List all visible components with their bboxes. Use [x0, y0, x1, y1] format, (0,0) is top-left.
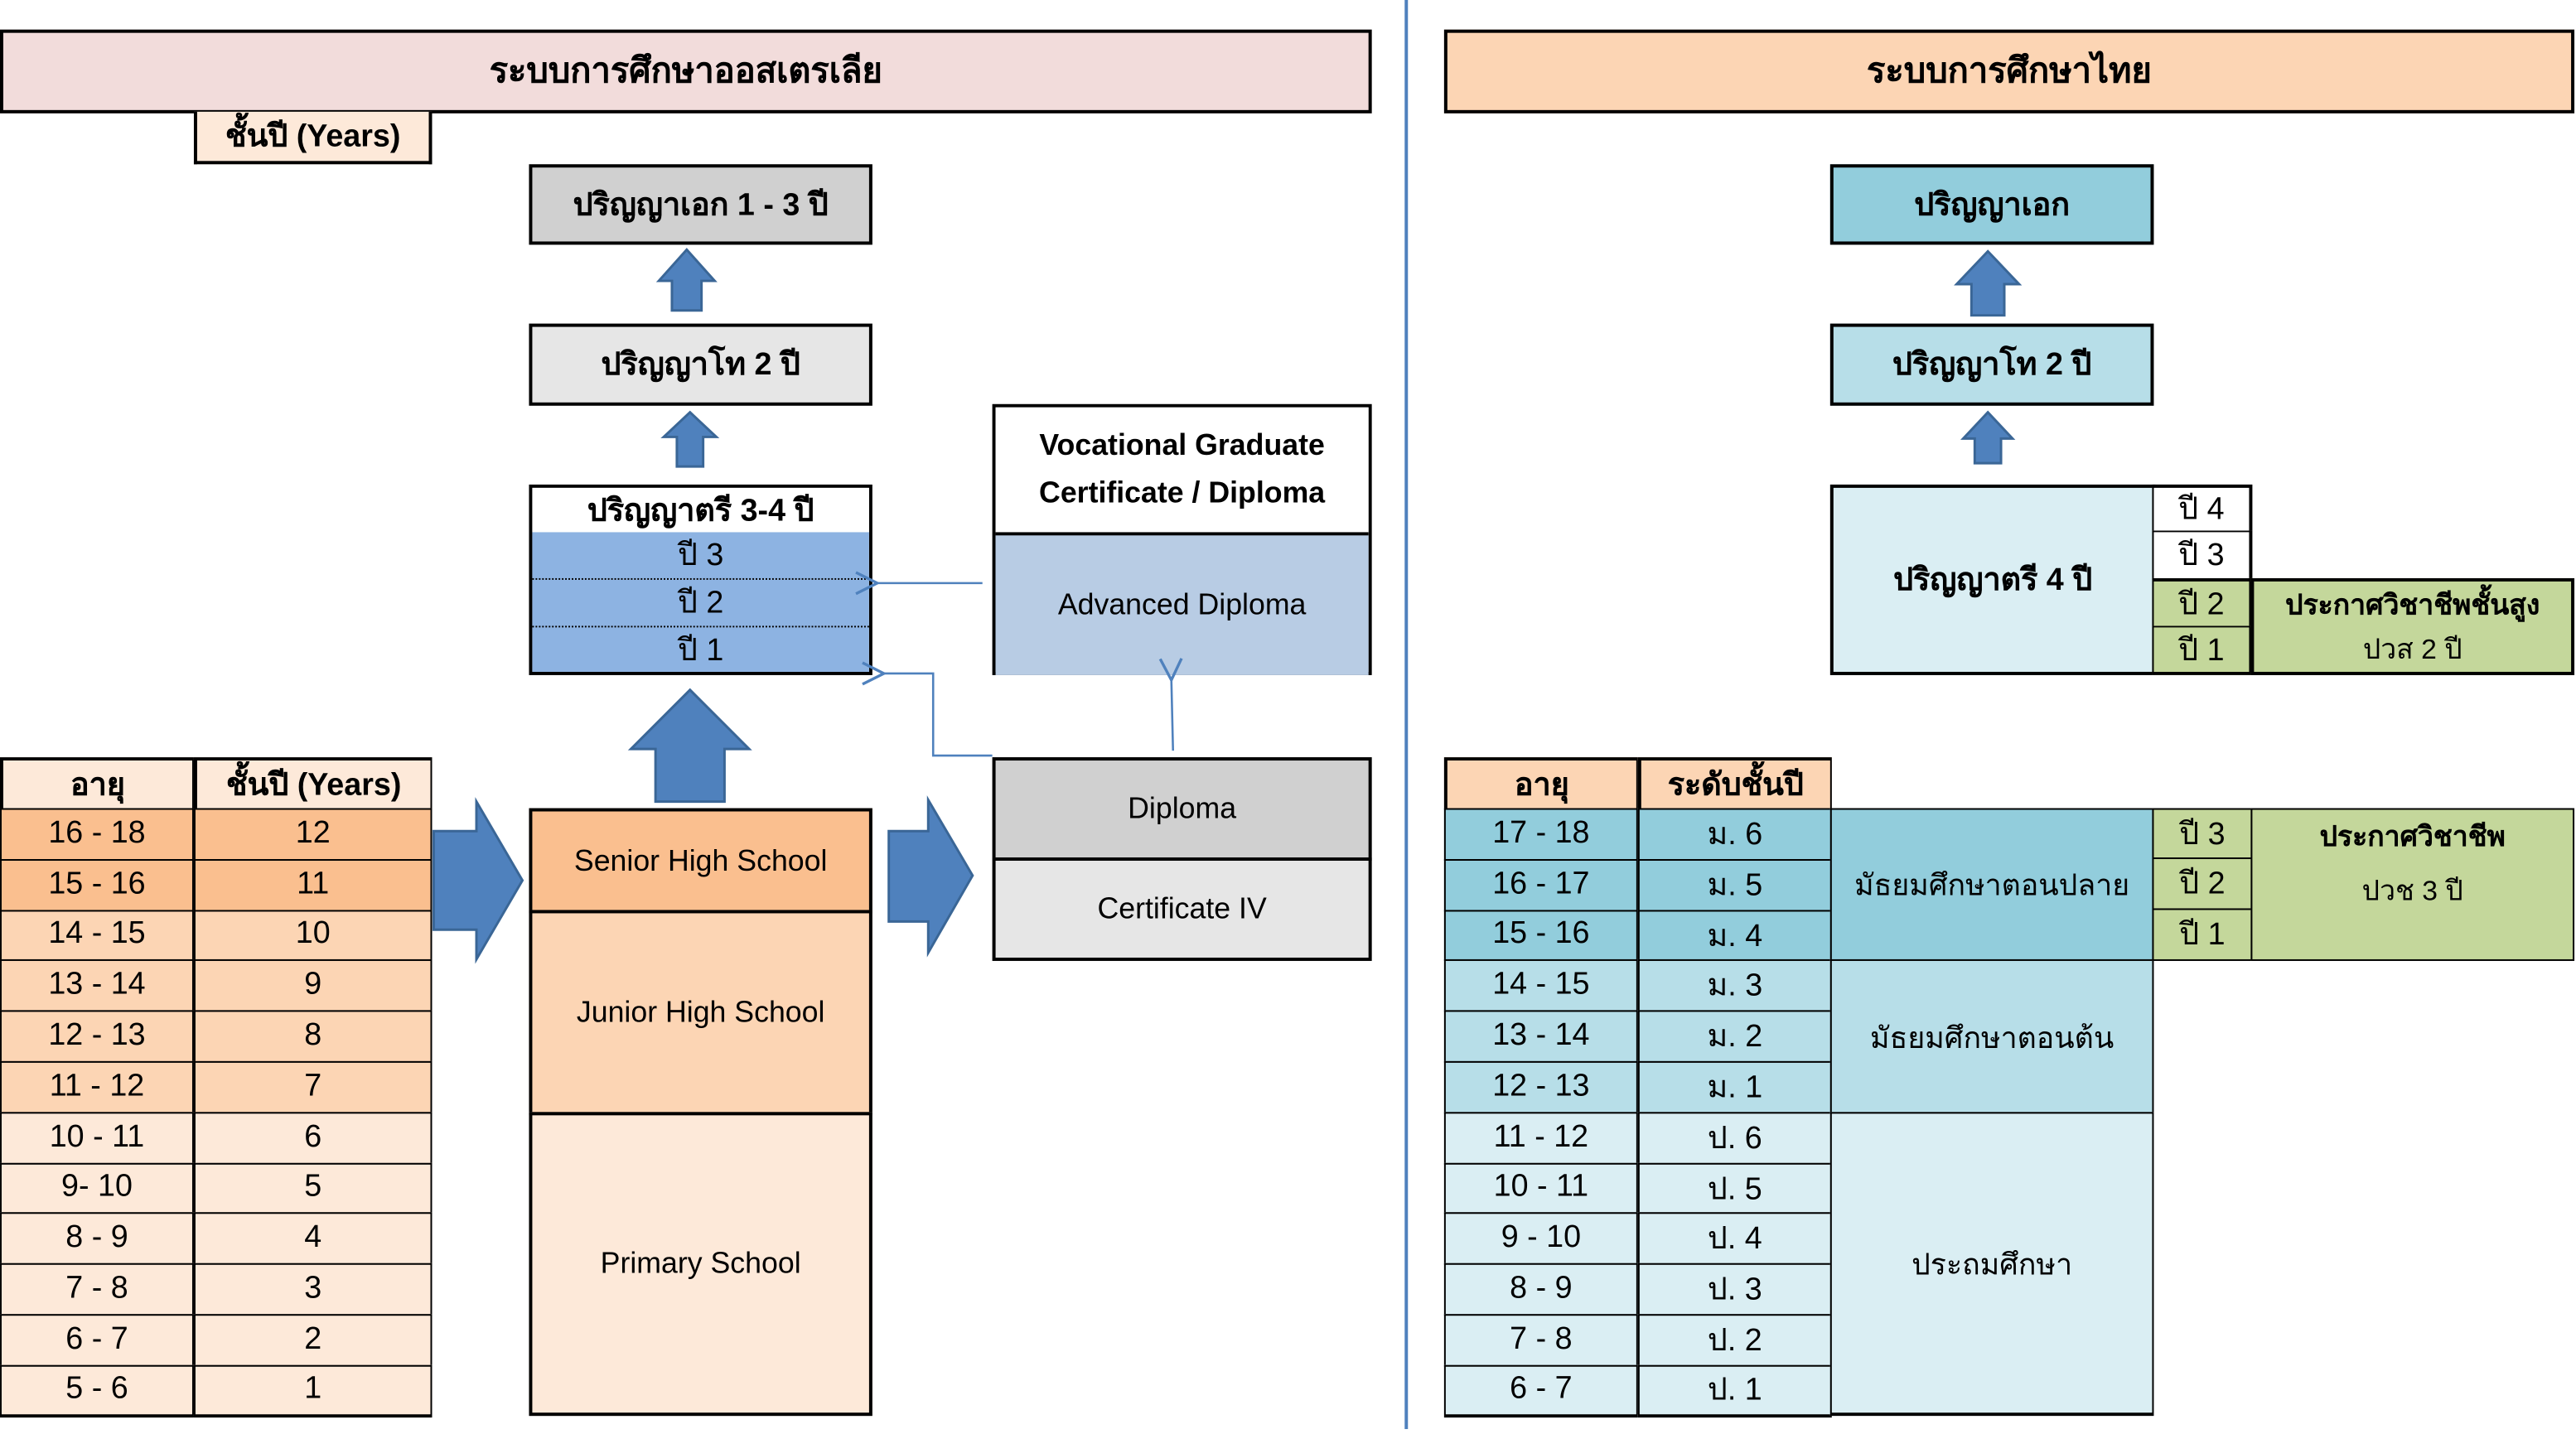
table-cell-grade: ม. 2	[1637, 1010, 1832, 1063]
vocational-graduate-label: Vocational Graduate Certificate / Diplom…	[995, 407, 1369, 536]
high-vocational-title: ประกาศวิชาชีพชั้นสูง	[2285, 588, 2540, 620]
table-cell-grade: ม. 3	[1637, 959, 1832, 1012]
th-phd-box: ปริญญาเอก	[1829, 164, 2154, 245]
connector-arrow	[1172, 680, 1173, 751]
th-masters-box: ปริญญาโท 2 ปี	[1829, 323, 2154, 406]
th-bachelor-year-3: ปี 3	[2152, 530, 2253, 580]
junior-high-box: Junior High School	[529, 910, 872, 1116]
au-vocational-box: Vocational Graduate Certificate / Diplom…	[992, 403, 1372, 675]
years-label: ชั้นปี (Years)	[193, 111, 433, 165]
vocational-title: ประกาศวิชาชีพ	[2319, 821, 2506, 853]
arrow-right-icon	[432, 797, 524, 964]
australia-title: ระบบการศึกษาออสเตรเลีย	[0, 29, 1372, 113]
voc-year-3: ปี 3	[2152, 808, 2253, 860]
vocational-box: ประกาศวิชาชีพ ปวช 3 ปี	[2250, 808, 2575, 961]
table-cell-grade: ป. 3	[1637, 1263, 1832, 1316]
table-cell-grade: 1	[193, 1364, 433, 1417]
au-bachelor-year-2: ปี 2	[532, 579, 869, 628]
table-cell-grade: 6	[193, 1111, 433, 1164]
table-cell-age: 17 - 18	[1443, 808, 1638, 861]
table-cell-age: 12 - 13	[0, 1010, 194, 1063]
table-cell-grade: 4	[193, 1213, 433, 1266]
au-masters-box: ปริญญาโท 2 ปี	[529, 323, 872, 406]
table-cell-grade: 5	[193, 1162, 433, 1215]
table-cell-age: 9 - 10	[1443, 1213, 1638, 1266]
table-cell-grade: 12	[193, 808, 433, 861]
arrow-up-icon	[1960, 410, 2016, 465]
table-cell-grade: 9	[193, 959, 433, 1012]
table-cell-age: 11 - 12	[1443, 1111, 1638, 1164]
table-cell-grade: ม. 5	[1637, 858, 1832, 911]
center-divider	[1404, 0, 1409, 1430]
table-cell-grade: ม. 4	[1637, 909, 1832, 962]
thailand-title: ระบบการศึกษาไทย	[1443, 29, 2575, 113]
table-cell-grade: 3	[193, 1263, 433, 1316]
table-cell-grade: ป. 4	[1637, 1213, 1832, 1266]
certificate-iv-box: Certificate IV	[992, 857, 1372, 961]
table-cell-grade: ป. 1	[1637, 1364, 1832, 1417]
arrow-up-icon	[627, 688, 752, 804]
table-cell-age: 11 - 12	[0, 1060, 194, 1113]
table-cell-age: 6 - 7	[1443, 1364, 1638, 1417]
table-cell-grade: 11	[193, 858, 433, 911]
table-header: ชั้นปี (Years)	[193, 757, 433, 810]
upper-secondary-box: มัธยมศึกษาตอนปลาย	[1829, 808, 2154, 961]
table-cell-grade: 10	[193, 909, 433, 962]
table-cell-grade: 8	[193, 1010, 433, 1063]
th-bachelor-year-1: ปี 1	[2152, 625, 2253, 675]
arrow-up-icon	[655, 248, 718, 312]
au-bachelor-year-1: ปี 1	[532, 627, 869, 672]
advanced-diploma-label: Advanced Diploma	[995, 535, 1369, 675]
table-cell-age: 5 - 6	[0, 1364, 194, 1417]
th-primary-box: ประถมศึกษา	[1829, 1112, 2154, 1417]
au-bachelor-year-3: ปี 3	[532, 532, 869, 580]
primary-school-box: Primary School	[529, 1112, 872, 1417]
table-cell-age: 14 - 15	[1443, 959, 1638, 1012]
voc-year-2: ปี 2	[2152, 857, 2253, 910]
table-header: ระดับชั้นปี	[1637, 757, 1832, 810]
vocational-sub: ปวช 3 ปี	[2361, 875, 2463, 907]
connector-arrow	[884, 674, 993, 757]
table-cell-grade: ป. 6	[1637, 1111, 1832, 1164]
arrow-up-icon	[1954, 249, 2023, 317]
table-cell-age: 10 - 11	[0, 1111, 194, 1164]
arrow-up-icon	[660, 410, 720, 468]
table-cell-grade: 2	[193, 1314, 433, 1367]
th-bachelor-year-4: ปี 4	[2152, 484, 2253, 533]
th-bachelor-year-2: ปี 2	[2152, 577, 2253, 628]
table-cell-grade: ม. 1	[1637, 1060, 1832, 1113]
table-cell-age: 16 - 18	[0, 808, 194, 861]
table-cell-age: 7 - 8	[1443, 1314, 1638, 1367]
table-cell-age: 8 - 9	[0, 1213, 194, 1266]
arrow-right-icon	[887, 795, 974, 958]
high-vocational-box: ประกาศวิชาชีพชั้นสูง ปวส 2 ปี	[2250, 577, 2575, 675]
diploma-box: Diploma	[992, 757, 1372, 861]
au-bachelor-title: ปริญญาตรี 3-4 ปี	[532, 487, 869, 533]
table-cell-age: 13 - 14	[0, 959, 194, 1012]
th-bachelor-box: ปริญญาตรี 4 ปี	[1829, 484, 2156, 675]
lower-secondary-box: มัธยมศึกษาตอนต้น	[1829, 958, 2154, 1114]
table-cell-age: 13 - 14	[1443, 1010, 1638, 1063]
au-bachelor-box: ปริญญาตรี 3-4 ปี ปี 3 ปี 2 ปี 1	[529, 484, 872, 675]
high-vocational-sub: ปวส 2 ปี	[2362, 633, 2462, 665]
au-phd-box: ปริญญาเอก 1 - 3 ปี	[529, 164, 872, 245]
voc-year-1: ปี 1	[2152, 908, 2253, 961]
table-cell-age: 14 - 15	[0, 909, 194, 962]
table-header: อายุ	[1443, 757, 1638, 810]
